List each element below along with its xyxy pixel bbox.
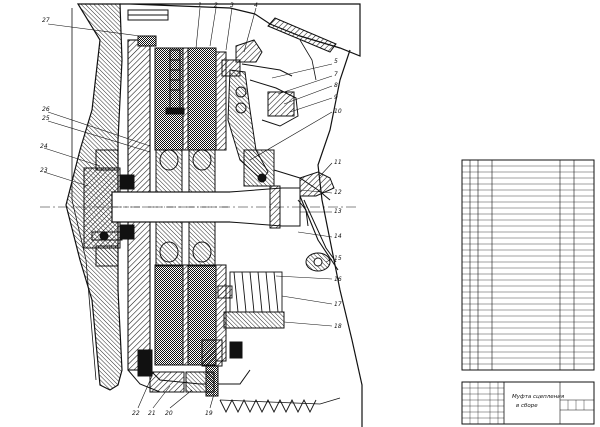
callout-9: 9 (334, 94, 338, 101)
callout-26: 26 (42, 106, 50, 113)
clutch-section-view (40, 3, 363, 427)
friction-pack-lower-1 (154, 264, 184, 366)
callout-4: 4 (254, 2, 258, 9)
callout-27: 27 (42, 17, 50, 24)
callout-19: 19 (205, 410, 213, 417)
callout-14: 14 (334, 233, 342, 240)
callout-13: 13 (334, 208, 342, 215)
callout-11: 11 (334, 159, 342, 166)
title-block (461, 381, 595, 425)
callout-2: 2 (214, 2, 218, 9)
callout-1: 1 (198, 2, 202, 9)
friction-pack-upper-2 (187, 47, 217, 151)
title-line-1: Муфта сцепления (512, 394, 565, 400)
callout-23: 23 (40, 167, 48, 174)
callout-25: 25 (42, 115, 50, 122)
callout-22: 22 (132, 410, 140, 417)
return-spring (217, 271, 283, 313)
callout-15: 15 (334, 255, 342, 262)
callout-7: 7 (334, 71, 338, 78)
callout-8: 8 (334, 82, 338, 89)
callout-24: 24 (40, 143, 48, 150)
release-fork (299, 171, 335, 197)
callout-12: 12 (334, 189, 342, 196)
leader-lines (43, 7, 333, 409)
bell-housing-right (317, 49, 363, 427)
housing-ribs (219, 398, 317, 414)
callout-20: 20 (165, 410, 173, 417)
title-line-2: в сборе (516, 403, 538, 409)
specification-table (461, 159, 595, 371)
callout-16: 16 (334, 276, 342, 283)
lower-bolt (201, 339, 223, 367)
hub-1 (155, 149, 183, 193)
callout-18: 18 (334, 323, 342, 330)
callout-3: 3 (230, 2, 234, 9)
callout-17: 17 (334, 301, 342, 308)
callout-21: 21 (148, 410, 156, 417)
callout-5: 5 (334, 58, 338, 65)
friction-pack-upper-1 (154, 47, 184, 151)
callout-10: 10 (334, 108, 342, 115)
callout-labels: 27 26 25 24 23 1 2 3 4 5 7 8 9 10 11 12 … (40, 2, 342, 417)
